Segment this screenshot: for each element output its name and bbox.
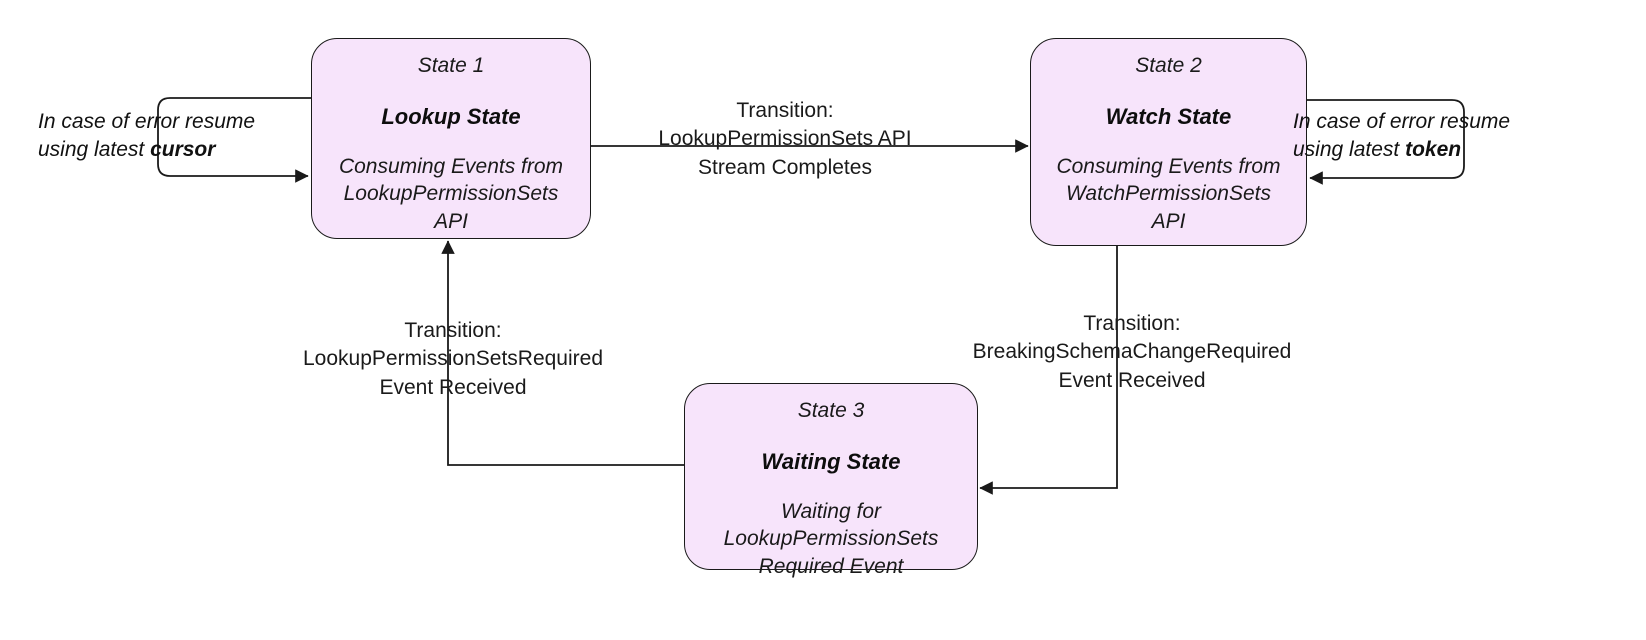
state-3-title: Waiting State (761, 449, 901, 475)
state-2-description: Consuming Events from WatchPermissionSet… (1056, 154, 1281, 234)
self-loop-label-state2-emphasis: token (1405, 138, 1462, 162)
state-1-id: State 1 (417, 54, 485, 77)
state-1-description: Consuming Events from LookupPermissionSe… (338, 154, 564, 234)
self-loop-label-state2-line1: In case of error resume (1293, 110, 1511, 133)
self-loop-label-state2-line2: using latest token (1293, 136, 1543, 164)
transition-label-state1-state2: Transition: LookupPermissionSets API Str… (658, 99, 912, 179)
self-loop-label-state1: In case of error resume using latest cur… (38, 108, 288, 165)
state-3-description: Waiting for LookupPermissionSets Require… (723, 499, 939, 579)
state-1-title: Lookup State (381, 104, 521, 130)
state-2-title: Watch State (1105, 104, 1232, 130)
state-2-id: State 2 (1135, 54, 1202, 77)
transition-label-state2-state3: Transition: BreakingSchemaChangeRequired… (972, 312, 1292, 392)
self-loop-label-state1-emphasis: cursor (150, 138, 216, 162)
transition-label-state3-state1: Transition: LookupPermissionSetsRequired… (303, 319, 603, 399)
self-loop-label-state2: In case of error resume using latest tok… (1293, 108, 1543, 165)
state-node-3[interactable]: State 3 Waiting State Waiting for Lookup… (684, 383, 978, 578)
self-loop-label-state1-line2: using latest cursor (38, 136, 288, 164)
self-loop-label-state2-prefix: using latest (1293, 138, 1406, 162)
state-node-2[interactable]: State 2 Watch State Consuming Events fro… (1030, 38, 1307, 246)
state-node-1[interactable]: State 1 Lookup State Consuming Events fr… (311, 38, 591, 239)
self-loop-label-state1-prefix: using latest (38, 138, 151, 162)
self-loop-label-state1-line1: In case of error resume (38, 110, 256, 133)
state-3-id: State 3 (797, 399, 865, 422)
